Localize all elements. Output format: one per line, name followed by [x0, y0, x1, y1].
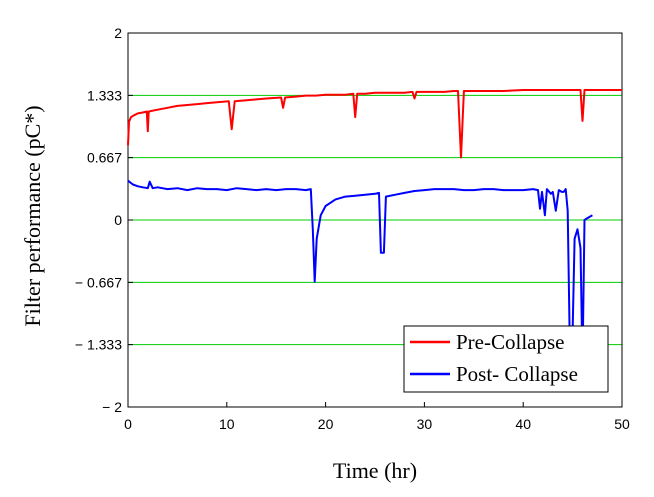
series-layer [127, 89, 622, 366]
series-line-0 [127, 89, 622, 159]
x-tick-label: 0 [124, 416, 132, 432]
x-tick-label: 40 [515, 416, 531, 432]
y-tick-label: 0.667 [87, 150, 122, 166]
series-line-1 [127, 179, 593, 366]
y-tick-label: − 1.333 [75, 337, 122, 353]
x-tick-label: 20 [318, 416, 334, 432]
y-tick-label: − 0.667 [75, 274, 122, 290]
y-tick-label: 0 [114, 212, 122, 228]
grid-layer [128, 94, 622, 346]
x-tick-label: 10 [219, 416, 235, 432]
y-tick-label: 2 [114, 25, 122, 41]
tick-layer: 0 10 20 30 40 50 2 1.333 0.667 0 − 0.667 − 1.333 − 2 [75, 25, 630, 432]
x-tick-label: 30 [417, 416, 433, 432]
x-tick-label: 50 [614, 416, 630, 432]
legend: Pre-Collapse Post- Collapse [403, 325, 609, 393]
legend-label-post-collapse: Post- Collapse [456, 362, 578, 386]
legend-box [403, 325, 609, 393]
legend-label-pre-collapse: Pre-Collapse [456, 330, 564, 354]
y-axis-title: Filter performance (pC*) [20, 105, 45, 326]
x-axis-title: Time (hr) [333, 458, 417, 483]
y-tick-label: − 2 [102, 399, 122, 415]
y-tick-label: 1.333 [87, 87, 122, 103]
